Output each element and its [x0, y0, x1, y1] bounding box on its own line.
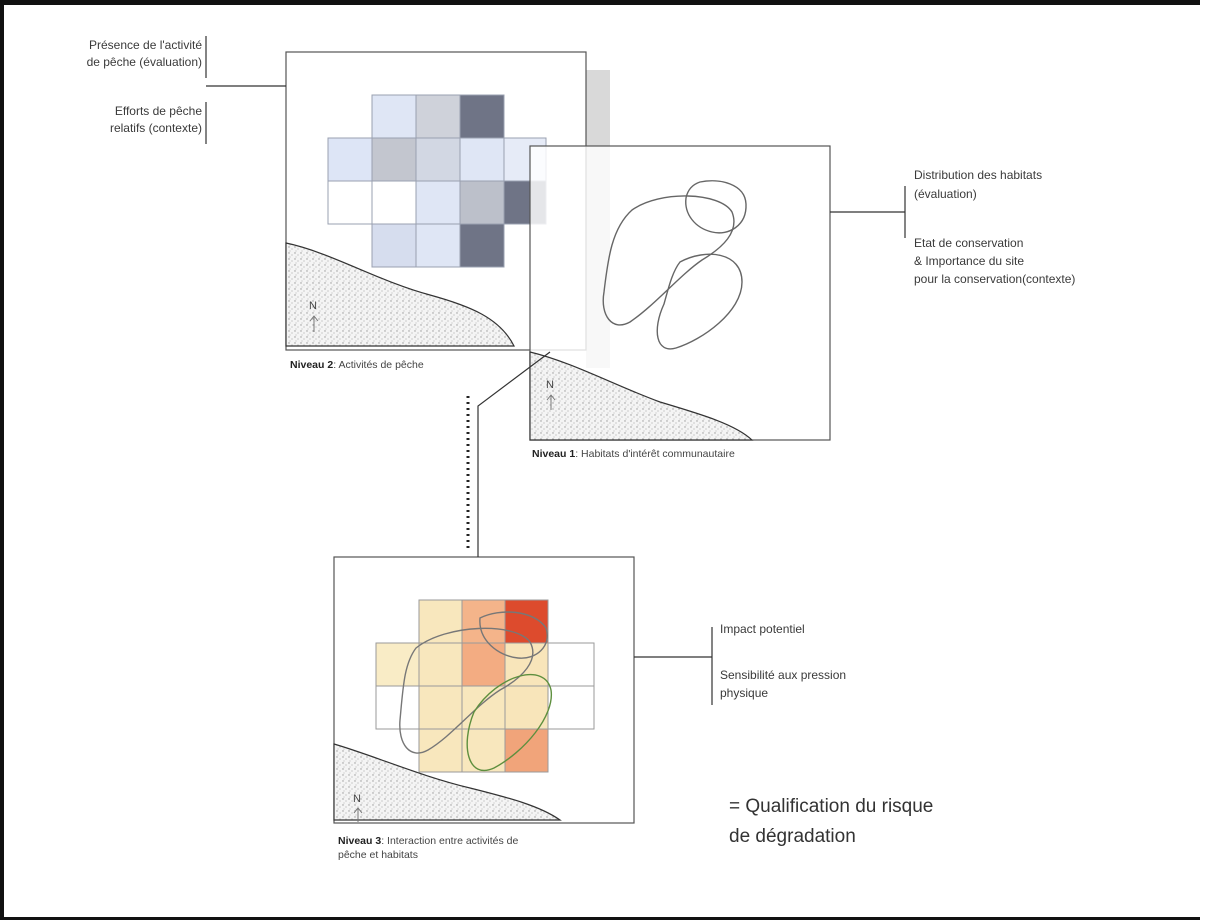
level1-label-conservation: Etat de conservation — [914, 236, 1024, 250]
level2-label-evaluation: de pêche (évaluation) — [86, 55, 202, 69]
level3-coast — [333, 743, 562, 821]
level1-north-label: N — [546, 379, 554, 391]
level1-label-bracket — [830, 186, 906, 238]
level2-caption-text: : Activités de pêche — [333, 359, 424, 371]
level1-label-evaluation: (évaluation) — [914, 187, 977, 201]
grid-cell — [504, 685, 549, 730]
level1-label-importance: & Importance du site — [914, 254, 1025, 268]
grid-cell — [327, 180, 373, 225]
level2-label-context: relatifs (contexte) — [109, 121, 202, 135]
level3-caption-bold: Niveau 3 — [338, 835, 382, 847]
level2-caption-bold: Niveau 2 — [290, 359, 334, 371]
grid-cell — [418, 728, 463, 773]
grid-cell — [327, 137, 373, 182]
grid-cell — [375, 642, 420, 687]
level2-label-presence: Présence de l'activité — [88, 38, 202, 52]
level3-panel — [333, 556, 635, 824]
level3-north-label: N — [353, 793, 361, 805]
level2-label-bracket — [205, 36, 286, 144]
grid-cell — [459, 137, 505, 182]
habitat-large — [602, 195, 735, 326]
frame-top-border — [0, 0, 1200, 5]
level1-north-arrow-icon — [546, 394, 556, 410]
grid-cell — [371, 137, 417, 182]
grid-cell — [371, 223, 417, 268]
level1-caption: Niveau 1: Habitats d'intérêt communautai… — [532, 447, 735, 461]
grid-cell — [418, 599, 463, 644]
level1-label-distribution: Distribution des habitats — [914, 168, 1043, 182]
grid-cell — [504, 599, 549, 644]
grid-cell — [415, 180, 461, 225]
grid-cell — [418, 685, 463, 730]
grid-cell — [504, 728, 549, 773]
level1-caption-text: : Habitats d'intérêt communautaire — [575, 448, 735, 460]
level3-caption-text: : Interaction entre activités de — [381, 835, 519, 847]
habitat-small — [479, 611, 548, 659]
level2-coast — [285, 242, 515, 347]
frame-bottom-border — [0, 917, 1200, 920]
level2-north-arrow-icon — [309, 315, 319, 332]
result-line1: = Qualification du risque — [729, 796, 934, 817]
level1-habitat-outlines — [602, 180, 747, 350]
grid-cell — [459, 180, 505, 225]
grid-cell — [375, 685, 420, 730]
grid-cell — [415, 94, 461, 139]
level1-coast — [529, 351, 754, 441]
level3-grid — [375, 599, 595, 773]
grid-cell — [547, 642, 595, 687]
level2-caption: Niveau 2: Activités de pêche — [290, 358, 424, 372]
habitat-small — [685, 180, 747, 234]
grid-cell — [459, 223, 505, 268]
level2-label-efforts: Efforts de pêche — [114, 104, 202, 118]
level3-label-sensitivity: Sensibilité aux pression — [720, 668, 847, 682]
grid-cell — [461, 728, 506, 773]
habitat-lower — [466, 674, 552, 771]
grid-cell — [547, 685, 595, 730]
level3-habitat-outlines — [399, 611, 552, 771]
level2-to-level3-link — [477, 351, 551, 557]
habitat-lower — [656, 253, 743, 350]
result-line2: de dégradation — [729, 826, 856, 847]
level2-north-label: N — [309, 300, 317, 312]
grid-cell — [371, 94, 417, 139]
level2-grid — [327, 94, 547, 268]
level1-panel — [529, 145, 831, 441]
level3-caption-line2: pêche et habitats — [338, 849, 418, 861]
grid-cell — [415, 223, 461, 268]
grid-cell — [459, 94, 505, 139]
grid-cell — [371, 180, 417, 225]
level3-north-arrow-icon — [353, 807, 363, 822]
level3-label-impact: Impact potentiel — [720, 622, 805, 636]
frame-left-border — [0, 0, 4, 920]
level1-label-context: pour la conservation(contexte) — [914, 272, 1076, 286]
grid-cell — [415, 137, 461, 182]
grid-cell — [418, 642, 463, 687]
level3-label-bracket — [634, 627, 713, 705]
level1-caption-bold: Niveau 1 — [532, 448, 576, 460]
level3-caption: Niveau 3: Interaction entre activités de — [338, 834, 518, 848]
grid-cell — [461, 642, 506, 687]
grid-cell — [461, 685, 506, 730]
connector-lines — [205, 36, 906, 705]
level3-label-physique: physique — [720, 686, 769, 700]
